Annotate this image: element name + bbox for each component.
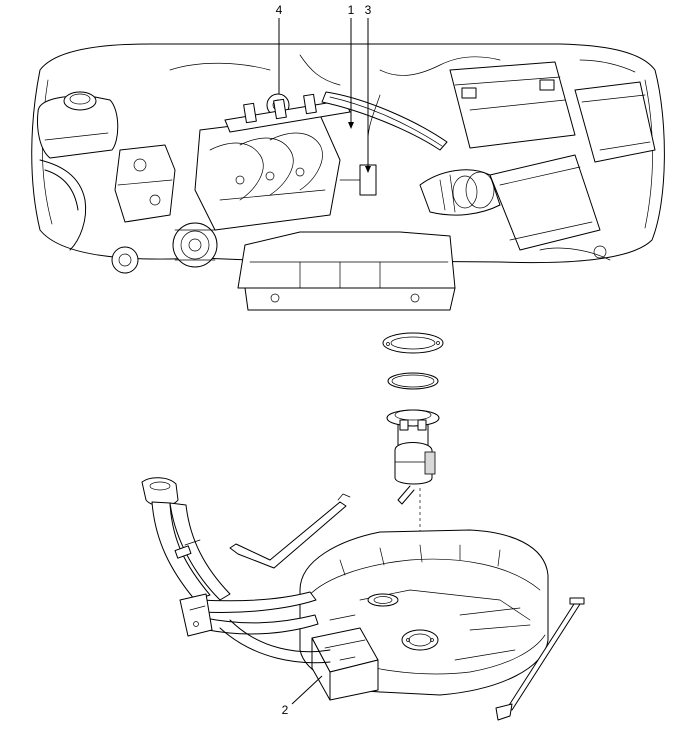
- callout-3: 3: [365, 3, 372, 173]
- coolant-reservoir: [37, 91, 119, 159]
- callout-4: 4: [276, 3, 283, 94]
- fuse-box: [574, 81, 656, 163]
- engine-cover: [237, 231, 456, 311]
- tank-strap-left: [229, 493, 351, 569]
- filler-bracket: [179, 593, 213, 637]
- callout-1-label: 1: [348, 3, 355, 17]
- air-cleaner: [489, 154, 601, 251]
- filler-hoses: [199, 591, 331, 664]
- left-engine-block: [114, 144, 176, 223]
- battery: [449, 61, 576, 149]
- callout-3-label: 3: [365, 3, 372, 17]
- pulley: [111, 246, 139, 274]
- intake-manifold: [194, 114, 341, 231]
- gasket-ring: [387, 372, 439, 390]
- tank-cover-plate: [382, 332, 444, 354]
- callout-2-label: 2: [282, 703, 289, 717]
- tank-strap-right: [495, 597, 585, 721]
- fuel-rail: [224, 93, 351, 133]
- fuel-pump-assembly: [386, 409, 440, 505]
- canister: [311, 627, 379, 701]
- filler-neck: [141, 477, 231, 601]
- engine-compartment: [31, 43, 665, 311]
- callout-2: 2: [282, 675, 323, 717]
- callout-4-label: 4: [276, 3, 283, 17]
- fuel-hose: [321, 91, 448, 151]
- callout-1: 1: [348, 3, 355, 129]
- air-intake-duct: [419, 169, 501, 216]
- alternator: [172, 222, 218, 268]
